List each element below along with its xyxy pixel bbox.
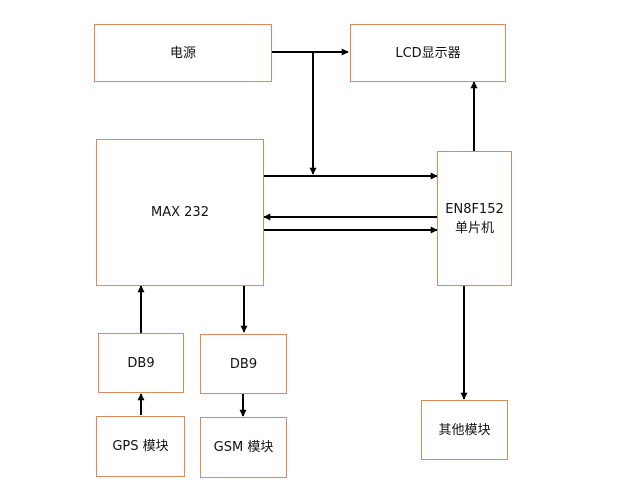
- db9-left-block: DB9: [98, 333, 184, 393]
- mcu-label-line2: 单片机: [454, 220, 494, 236]
- mcu-block: EN8F152 单片机: [437, 151, 512, 286]
- lcd-block: LCD显示器: [350, 24, 506, 82]
- db9-right-label: DB9: [229, 356, 258, 372]
- lcd-label: LCD显示器: [395, 45, 461, 61]
- power-block: 电源: [94, 24, 272, 82]
- other-modules-block: 其他模块: [421, 400, 508, 460]
- mcu-label: EN8F152 单片机: [445, 200, 504, 238]
- gps-label: GPS 模块: [112, 439, 169, 454]
- other-modules-label: 其他模块: [438, 422, 491, 438]
- power-label: 电源: [169, 45, 196, 61]
- gsm-label: GSM 模块: [213, 440, 274, 455]
- gps-block: GPS 模块: [96, 416, 185, 477]
- max232-block: MAX 232: [96, 139, 264, 286]
- db9-right-block: DB9: [200, 334, 287, 394]
- mcu-label-line1: EN8F152: [445, 201, 504, 217]
- db9-left-label: DB9: [127, 355, 155, 371]
- max232-label: MAX 232: [151, 205, 209, 220]
- gsm-block: GSM 模块: [200, 417, 287, 478]
